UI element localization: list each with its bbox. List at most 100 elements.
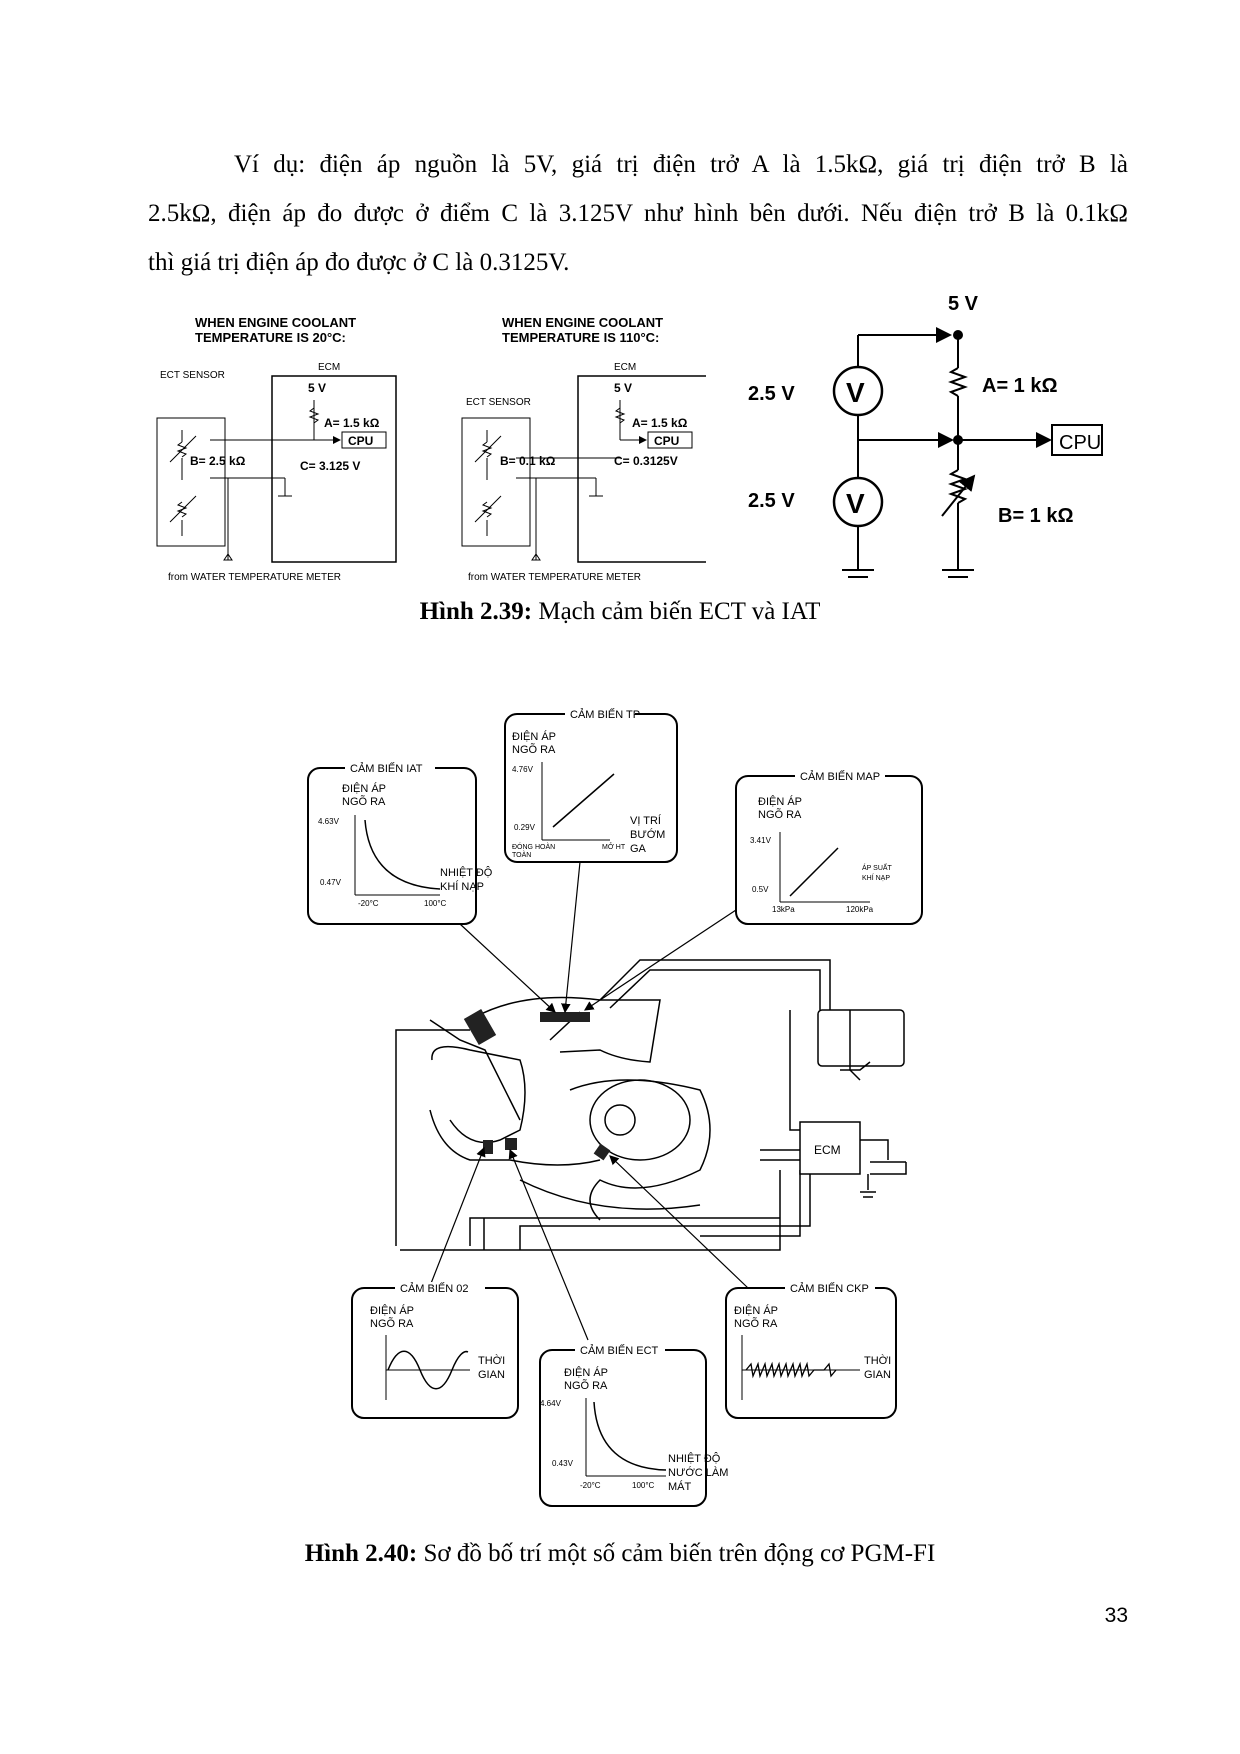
ect-x-high: 100°C [632, 1481, 655, 1490]
panel-ckp: CẢM BIẾN CKP ĐIỆN ÁP NGÕ RA THỜI GIAN [725, 1282, 897, 1419]
sensor-cluster-top [540, 1012, 590, 1022]
ect-x-low: -20°C [580, 1481, 601, 1490]
ect-ylabel-1: ĐIỆN ÁP [564, 1366, 608, 1379]
fig39-mid-vsrc: 5 V [614, 381, 632, 395]
o2-xlabel-1: THỜI [478, 1354, 505, 1367]
tp-xlabel-1: VỊ TRÍ [630, 814, 662, 827]
fig39-right-v-top: 2.5 V [748, 383, 795, 405]
fig39-left-vsrc: 5 V [308, 381, 326, 395]
fig39-right-cpu-box [1051, 424, 1103, 456]
fig39-left-circuit: WHEN ENGINE COOLANT TEMPERATURE IS 20°C:… [156, 315, 397, 583]
fig39-right-cpu: CPU [1059, 432, 1101, 454]
paragraph-line-2: 2.5kΩ, điện áp đo được ở điểm C là 3.125… [148, 200, 1128, 227]
fig39-left-b-label: B= 2.5 kΩ [190, 454, 246, 468]
panel-tp: CẢM BIẾN TP ĐIỆN ÁP NGÕ RA 4.76V 0.29V Đ… [504, 708, 678, 863]
map-title: CẢM BIẾN MAP [800, 770, 880, 783]
tp-title: CẢM BIẾN TP [570, 708, 640, 721]
ect-y-high: 4.64V [540, 1399, 562, 1408]
fig39-mid-c-label: C= 0.3125V [614, 454, 678, 468]
fig39-left-sensor-label: ECT SENSOR [160, 370, 225, 381]
ect-xlabel-2: NƯỚC LÀM [668, 1466, 728, 1479]
fig39-right-circuit: 5 V V V 2.5 V 2.5 V CPU A= 1 kΩ B= 1 kΩ [748, 293, 1103, 578]
iat-x-low: -20°C [358, 899, 379, 908]
o2-title: CẢM BIẾN 02 [400, 1282, 468, 1295]
voltmeter-bottom-symbol: V [846, 488, 865, 519]
fig39-left-sensor-box [156, 417, 226, 547]
tp-y-low: 0.29V [514, 823, 536, 832]
ckp-sensor-body [593, 1143, 611, 1161]
fig39-right-b: B= 1 kΩ [998, 505, 1074, 527]
iat-x-high: 100°C [424, 899, 447, 908]
voltmeter-top-symbol: V [846, 377, 865, 408]
tp-xlabel-2: BƯỚM [630, 828, 665, 841]
ckp-xlabel-1: THỜI [864, 1354, 891, 1367]
map-ylabel-2: NGÕ RA [758, 808, 802, 821]
fig39-left-a-label: A= 1.5 kΩ [324, 416, 380, 430]
fig40-diagram: CẢM BIẾN TP ĐIỆN ÁP NGÕ RA 4.76V 0.29V Đ… [307, 708, 923, 1507]
fig39-left-cpu: CPU [348, 434, 373, 448]
tp-ylabel-1: ĐIỆN ÁP [512, 730, 556, 743]
iat-xlabel-1: NHIỆT ĐỘ [440, 866, 493, 879]
engine-schematic [395, 959, 907, 1251]
ect-curve [593, 1401, 667, 1471]
fig39-caption-text: Mạch cảm biến ECT và IAT [532, 598, 821, 625]
paragraph-line-3: thì giá trị điện áp đo được ở C là 0.312… [148, 249, 570, 276]
fig39-middle-circuit: WHEN ENGINE COOLANT TEMPERATURE IS 110°C… [461, 315, 706, 583]
iat-xlabel-2: KHÍ NẠP [440, 880, 484, 893]
fig39-right-v-bottom: 2.5 V [748, 490, 795, 512]
leader-lines [429, 861, 749, 1341]
fig39-mid-ecm-label: ECM [614, 362, 636, 373]
o2-ylabel-1: ĐIỆN ÁP [370, 1304, 414, 1317]
panel-ect: CẢM BIẾN ECT ĐIỆN ÁP NGÕ RA 4.64V 0.43V … [539, 1344, 728, 1507]
fig39-mid-ecm-box [577, 375, 706, 563]
map-curve [789, 847, 839, 897]
iat-y-low: 0.47V [320, 878, 342, 887]
ckp-ylabel-1: ĐIỆN ÁP [734, 1304, 778, 1317]
injector [463, 1009, 497, 1045]
panel-map: CẢM BIẾN MAP ĐIỆN ÁP NGÕ RA 3.41V 0.5V 1… [735, 770, 923, 925]
tp-x-low-2: TOÀN [512, 850, 531, 859]
map-x-low: 13kPa [772, 905, 795, 914]
o2-xlabel-2: GIAN [478, 1369, 505, 1381]
ect-xlabel-3: MÁT [668, 1480, 692, 1493]
panel-o2: CẢM BIẾN 02 ĐIỆN ÁP NGÕ RA THỜI GIAN [351, 1282, 519, 1419]
fig39-left-ecm-label: ECM [318, 362, 340, 373]
iat-y-high: 4.63V [318, 817, 340, 826]
fig39-mid-sensor-box [461, 417, 531, 547]
fig39-mid-sensor-label: ECT SENSOR [466, 397, 531, 408]
fig39-caption-bold: Hình 2.39: [419, 598, 533, 625]
fig39-left-title-1: WHEN ENGINE COOLANT [195, 315, 356, 330]
map-xlabel-1: ÁP SUẤT [862, 862, 893, 872]
page-number: 33 [1104, 1604, 1128, 1627]
fig39-right-a: A= 1 kΩ [982, 375, 1058, 397]
ckp-title: CẢM BIẾN CKP [790, 1282, 869, 1295]
fig39-mid-b-label: B= 0.1 kΩ [500, 454, 556, 468]
fig39-mid-a-label: A= 1.5 kΩ [632, 416, 688, 430]
iat-ylabel-2: NGÕ RA [342, 795, 386, 808]
fig39-left-c-label: C= 3.125 V [300, 459, 360, 473]
tp-y-high: 4.76V [512, 765, 534, 774]
paragraph-line-1: Ví dụ: điện áp nguồn là 5V, giá trị điện… [234, 151, 1128, 178]
fig39-left-title-2: TEMPERATURE IS 20°C: [195, 330, 346, 345]
ckp-xlabel-2: GIAN [864, 1369, 891, 1381]
fig39-mid-cpu: CPU [654, 434, 679, 448]
iat-ylabel-1: ĐIỆN ÁP [342, 782, 386, 795]
iat-curve [364, 819, 441, 890]
fig39-mid-title-2: TEMPERATURE IS 110°C: [502, 330, 659, 345]
panel-iat: CẢM BIẾN IAT ĐIỆN ÁP NGÕ RA 4.63V 0.47V … [307, 762, 493, 925]
ckp-ylabel-2: NGÕ RA [734, 1317, 778, 1330]
fig39-mid-cpu-box [647, 431, 693, 449]
tp-curve [552, 773, 615, 828]
map-ylabel-1: ĐIỆN ÁP [758, 795, 802, 808]
fig39-left-cpu-box [341, 431, 387, 449]
map-xlabel-2: KHÍ NẠP [862, 873, 890, 882]
tp-xlabel-3: GA [630, 843, 647, 855]
iat-title: CẢM BIẾN IAT [350, 762, 423, 775]
ect-y-low: 0.43V [552, 1459, 574, 1468]
fig39-mid-title-1: WHEN ENGINE COOLANT [502, 315, 663, 330]
o2-curve [387, 1350, 469, 1390]
o2-ylabel-2: NGÕ RA [370, 1317, 414, 1330]
fig39-mid-meter: from WATER TEMPERATURE METER [468, 572, 641, 583]
fig39-left-meter: from WATER TEMPERATURE METER [168, 572, 341, 583]
